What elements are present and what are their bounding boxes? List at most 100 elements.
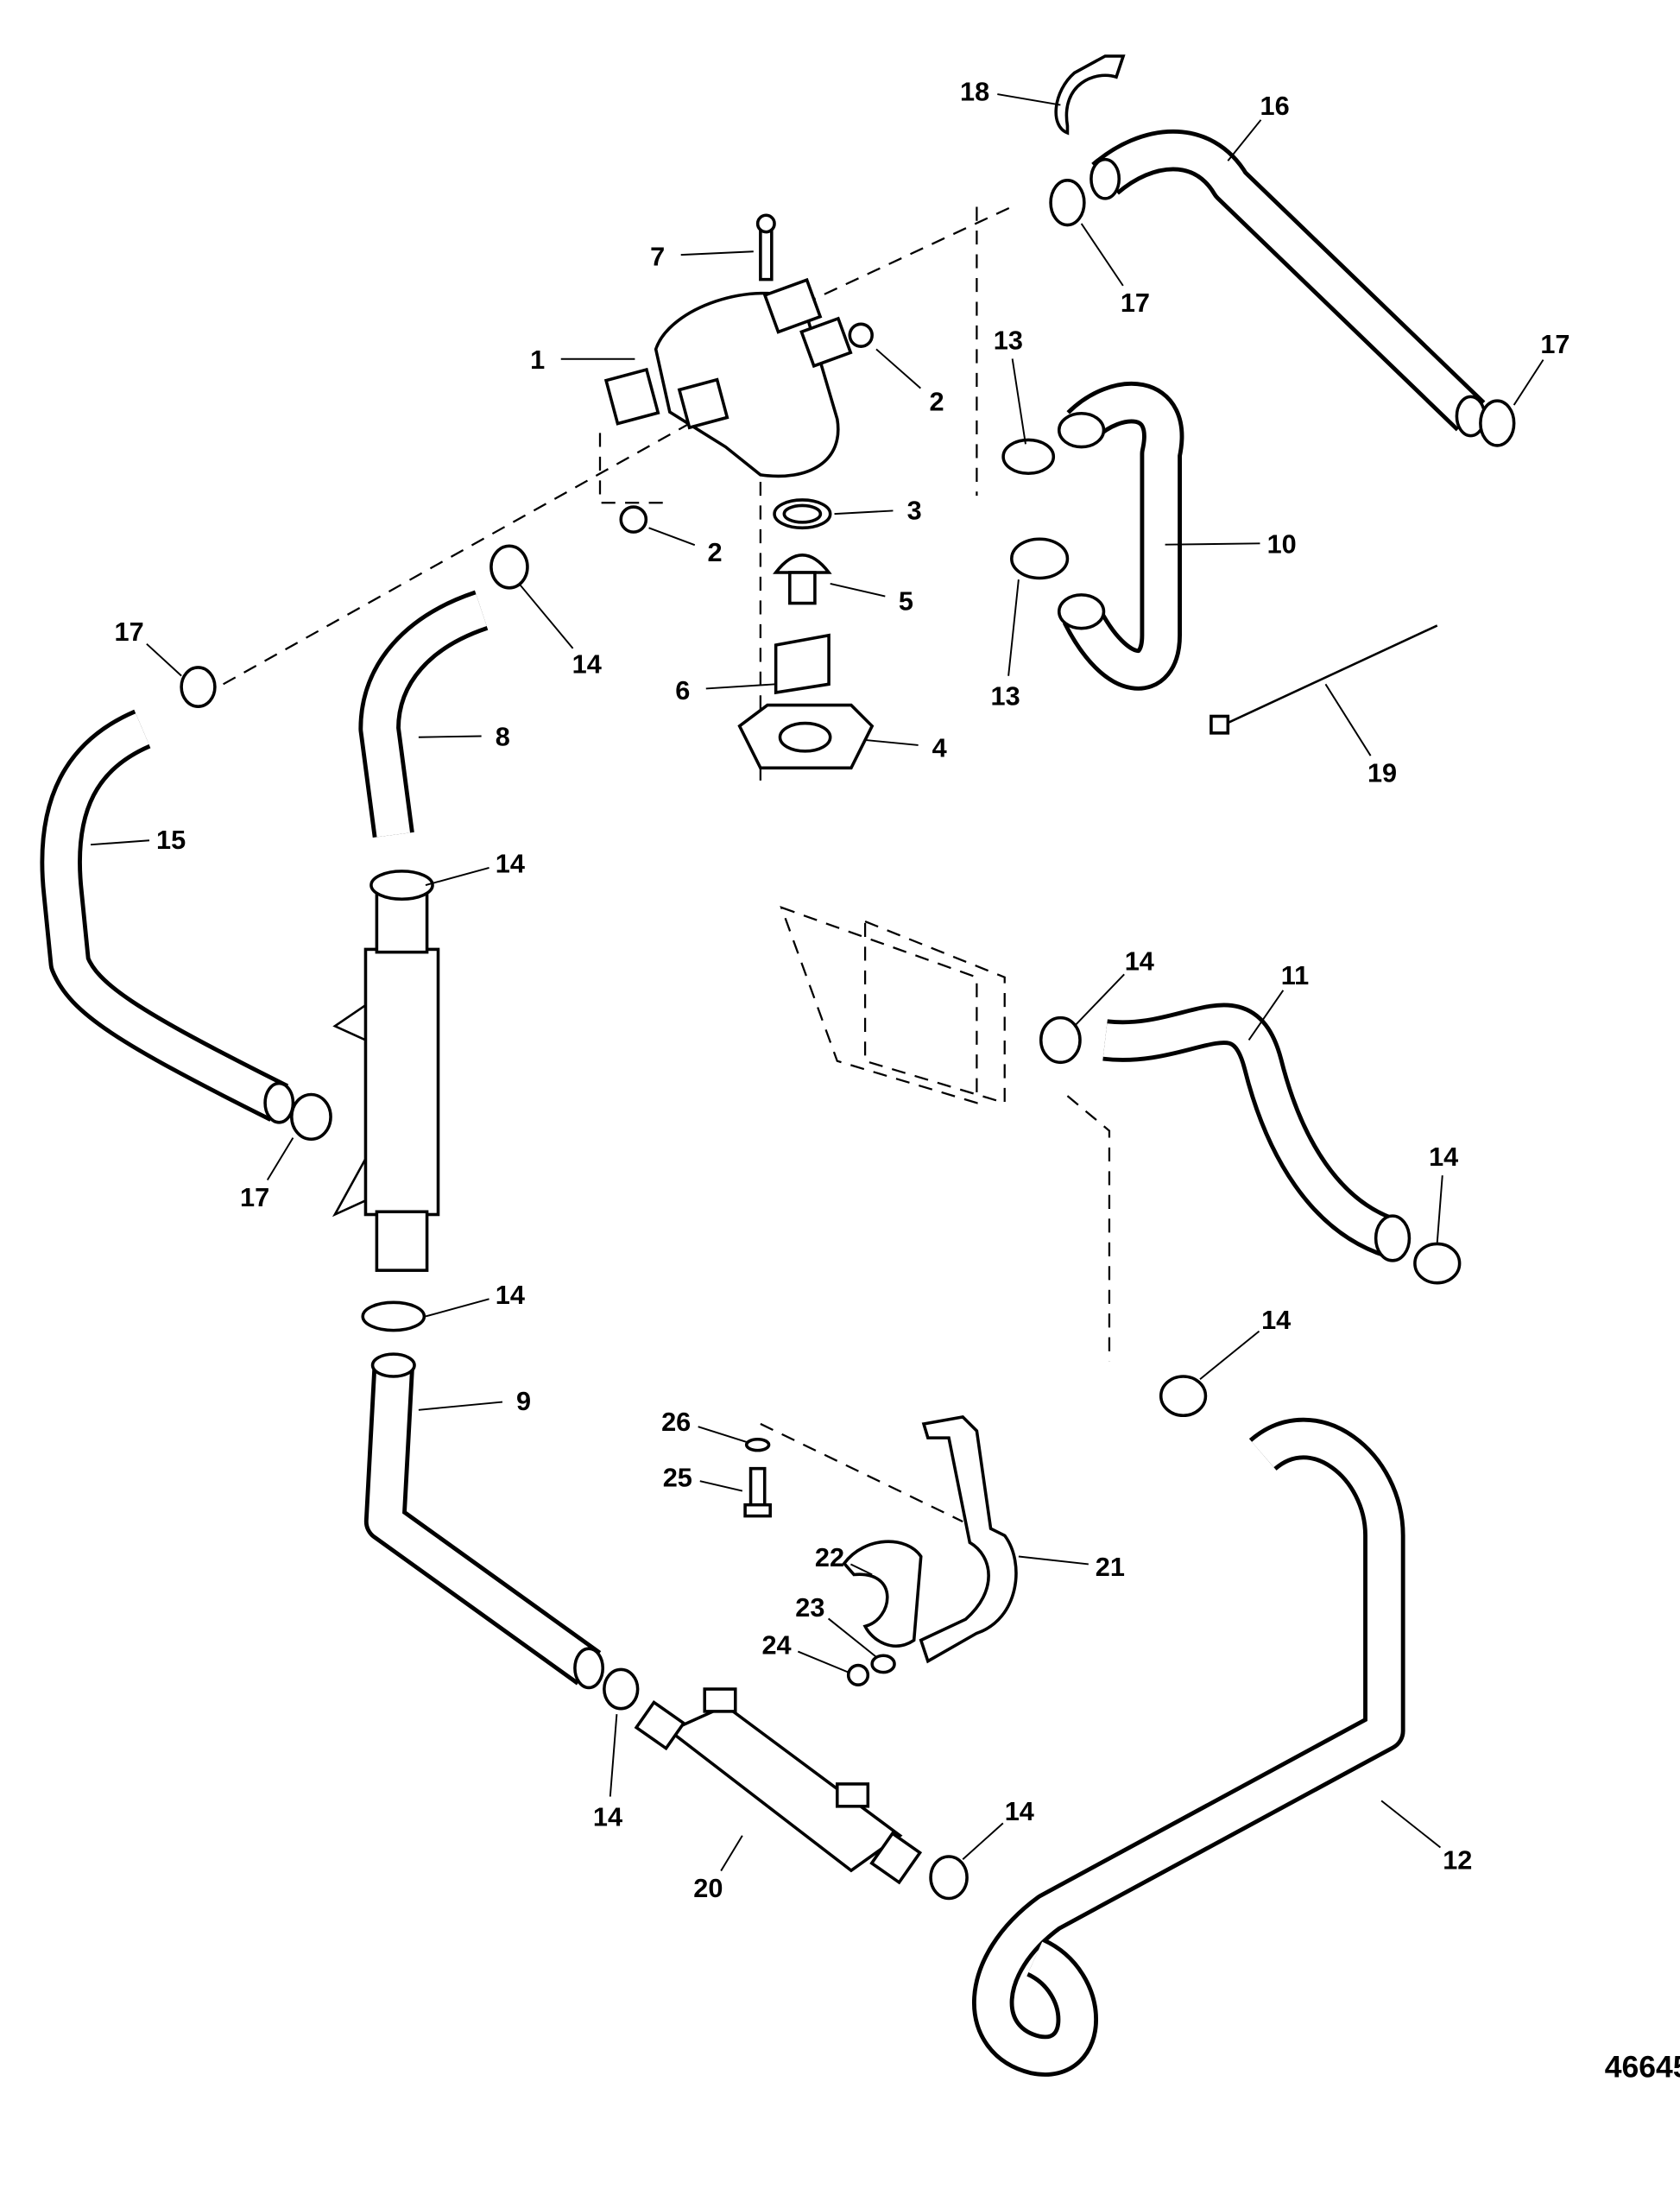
figure-number: 46645 — [1605, 2049, 1680, 2084]
callout-17: 17 — [115, 617, 144, 647]
callout-24: 24 — [761, 1630, 791, 1661]
phantom-component — [780, 906, 1006, 1104]
fitting-20 — [634, 1687, 923, 1885]
leader-line-13 — [1007, 579, 1020, 676]
hose-clamps — [180, 179, 1516, 1901]
cooler-body — [332, 891, 440, 1272]
hose-12 — [972, 1417, 1405, 2077]
leader-line-16 — [1227, 119, 1262, 161]
nut-24 — [846, 1663, 870, 1686]
callout-22: 22 — [815, 1542, 844, 1572]
callout-13: 13 — [991, 681, 1020, 712]
leader-line-14 — [1199, 1330, 1260, 1380]
leader-line-8 — [418, 735, 482, 738]
leader-line-7 — [680, 250, 754, 256]
callout-labels: 18 16 7 17 17 12 13 3 2 10 5 17 14 13 6 4 8 1 9 15 14 14 11 17 1… — [115, 77, 1570, 1903]
callout-10: 10 — [1267, 528, 1297, 559]
leader-line-24 — [797, 1650, 849, 1673]
callout-18: 18 — [960, 77, 989, 107]
callout-14: 14 — [1429, 1142, 1458, 1172]
leader-line-22 — [849, 1563, 873, 1576]
callout-4: 4 — [932, 732, 947, 762]
hose-8 — [358, 590, 489, 838]
leader-line-25 — [699, 1480, 743, 1492]
leader-line-17 — [1080, 223, 1124, 287]
plug-2b — [619, 505, 648, 534]
leader-line-4 — [864, 738, 919, 746]
bolt-7 — [755, 213, 776, 282]
leader-line-14 — [425, 867, 489, 886]
leader-line-15 — [90, 839, 150, 846]
leader-line-2 — [648, 527, 696, 547]
hose-10 — [1057, 382, 1184, 691]
leader-line-17 — [266, 1137, 294, 1180]
callout-2: 2 — [707, 537, 722, 567]
callout-14: 14 — [496, 1280, 525, 1310]
leader-line-17 — [1513, 359, 1544, 406]
leader-line-23 — [827, 1617, 877, 1658]
callout-14: 14 — [572, 648, 602, 679]
leader-line-14 — [609, 1714, 618, 1797]
callout-17: 17 — [1540, 329, 1569, 359]
leader-line-14 — [425, 1298, 489, 1318]
clip-18 — [1054, 54, 1126, 136]
callout-14: 14 — [1005, 1796, 1034, 1826]
gasket-4 — [737, 703, 875, 770]
callout-21: 21 — [1096, 1552, 1125, 1582]
callout-23: 23 — [795, 1592, 824, 1623]
callout-16: 16 — [1260, 91, 1290, 121]
leader-line-2 — [875, 348, 921, 389]
leader-line-9 — [418, 1401, 503, 1411]
callout-3: 3 — [907, 496, 922, 526]
leader-line-10 — [1165, 542, 1260, 546]
leader-line-14 — [962, 1822, 1004, 1860]
callout-15: 15 — [156, 825, 186, 855]
leader-line-21 — [1018, 1555, 1089, 1566]
hose-9 — [363, 1352, 605, 1690]
callout-2: 2 — [929, 387, 944, 417]
leader-line-19 — [1324, 683, 1372, 756]
callout-11: 11 — [1281, 960, 1309, 990]
hose-15 — [40, 709, 295, 1124]
callout-1: 1 — [530, 345, 545, 375]
callout-12: 12 — [1443, 1845, 1472, 1876]
leader-line-14 — [518, 583, 574, 649]
callout-leaders — [90, 93, 1544, 1872]
leader-line-13 — [1011, 358, 1026, 445]
leader-line-17 — [146, 642, 182, 677]
leader-line-14 — [1073, 973, 1125, 1027]
callout-7: 7 — [650, 241, 665, 271]
hose-16 — [1089, 129, 1487, 438]
plug-2a — [848, 322, 874, 348]
callout-17: 17 — [1121, 288, 1150, 318]
leader-line-26 — [698, 1426, 748, 1443]
callout-6: 6 — [675, 675, 690, 705]
callout-8: 8 — [496, 721, 510, 751]
callout-25: 25 — [663, 1463, 692, 1493]
seal-3 — [773, 498, 832, 530]
leader-line-18 — [997, 93, 1061, 106]
hose-11 — [1102, 1003, 1412, 1262]
assembly-guide-lines — [223, 206, 1111, 1523]
screw-25 — [743, 1466, 772, 1518]
leader-line-14 — [1436, 1175, 1443, 1243]
leader-line-6 — [705, 683, 776, 690]
callout-5: 5 — [899, 586, 913, 617]
callout-14: 14 — [593, 1801, 622, 1832]
leader-line-20 — [720, 1835, 743, 1872]
callout-14: 14 — [496, 849, 525, 879]
callout-14: 14 — [1125, 946, 1154, 977]
callout-14: 14 — [1261, 1305, 1291, 1335]
washer-26 — [744, 1437, 771, 1452]
sleeve-6 — [774, 633, 831, 695]
leader-line-3 — [834, 509, 894, 516]
callout-20: 20 — [693, 1873, 723, 1903]
cable-tie-19 — [1209, 624, 1438, 735]
callout-9: 9 — [516, 1386, 531, 1416]
bracket-21 — [842, 1414, 1018, 1664]
thermostat-housing-1 — [603, 277, 853, 478]
thermostat-5 — [773, 554, 832, 605]
callout-17: 17 — [240, 1182, 269, 1212]
callout-13: 13 — [994, 325, 1023, 355]
